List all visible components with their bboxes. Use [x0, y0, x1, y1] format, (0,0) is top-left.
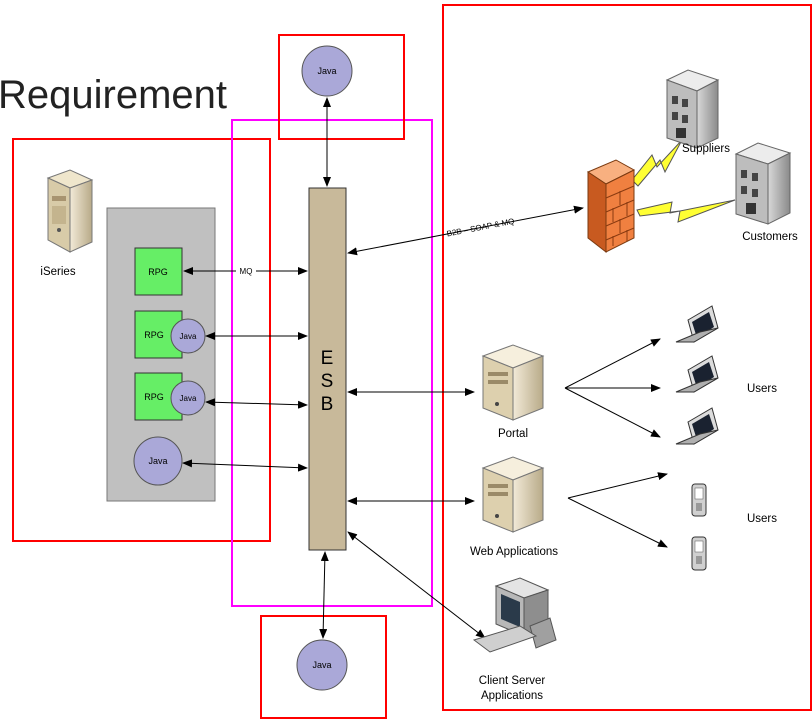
- laptop-icon: [675, 407, 719, 445]
- rpg-label-1: RPG: [148, 267, 168, 277]
- laptop-icon: [675, 355, 719, 393]
- java-label-rpg2: Java: [180, 332, 197, 341]
- esb-letter-e: E: [321, 348, 334, 369]
- java-label-iseries: Java: [148, 456, 167, 466]
- esb-letter-b: B: [321, 394, 334, 415]
- portal-label: Portal: [498, 428, 528, 440]
- java-node-bottom: [296, 639, 348, 691]
- right-external-box: [442, 4, 812, 711]
- esb-boundary-box: [231, 119, 433, 607]
- link-javabottom-esb: [319, 551, 329, 639]
- iseries-server-icon: [46, 169, 94, 253]
- users-laptops-label: Users: [747, 383, 777, 395]
- page-title: Requirement: [0, 73, 227, 117]
- rpg-label-2: RPG: [144, 330, 164, 340]
- suppliers-label: Suppliers: [682, 143, 730, 155]
- phone-icon: [691, 483, 707, 517]
- rpg-label-3: RPG: [144, 392, 164, 402]
- link-webapps-phone1: [567, 472, 668, 499]
- link-esb-firewall: [347, 205, 584, 256]
- building-icon: [734, 142, 792, 225]
- b2b-label: B2B – SOAP & MQ: [446, 217, 515, 239]
- iseries-label: iSeries: [40, 266, 75, 278]
- webapps-label: Web Applications: [470, 546, 558, 558]
- link-portal-laptop1: [564, 338, 661, 389]
- java-label-top: Java: [317, 66, 336, 76]
- desktop-computer-icon: [472, 577, 557, 653]
- java-node-rpg3: [170, 380, 206, 416]
- server-tower-icon: [481, 456, 545, 533]
- firewall-icon: [586, 159, 636, 254]
- esb-bar: [308, 187, 347, 551]
- java-label-bottom: Java: [312, 660, 331, 670]
- rpg-block-1: [134, 247, 183, 296]
- link-rpg3-esb: [205, 398, 308, 409]
- esb-letter-s: S: [321, 371, 334, 392]
- client-server-label-1: Client Server: [479, 675, 546, 687]
- iseries-box: [12, 138, 271, 542]
- users-phones-label: Users: [747, 513, 777, 525]
- phone-icon: [691, 536, 707, 571]
- link-esb-clientserver: [347, 531, 486, 639]
- top-java-box: [278, 34, 405, 140]
- java-node-iseries: [133, 436, 183, 486]
- java-label-rpg3: Java: [180, 394, 197, 403]
- building-icon: [665, 69, 720, 149]
- lightning-icon: [636, 199, 736, 223]
- mq-label: MQ: [240, 267, 253, 276]
- server-tower-icon: [481, 344, 545, 421]
- link-webapps-phone2: [567, 497, 668, 548]
- lightning-icon: [631, 139, 683, 187]
- link-portal-laptop3: [564, 387, 661, 438]
- customers-label: Customers: [742, 231, 798, 243]
- laptop-icon: [675, 305, 719, 343]
- java-node-top: [301, 45, 353, 97]
- link-java-esb: [182, 459, 308, 472]
- client-server-label-2: Applications: [481, 690, 543, 702]
